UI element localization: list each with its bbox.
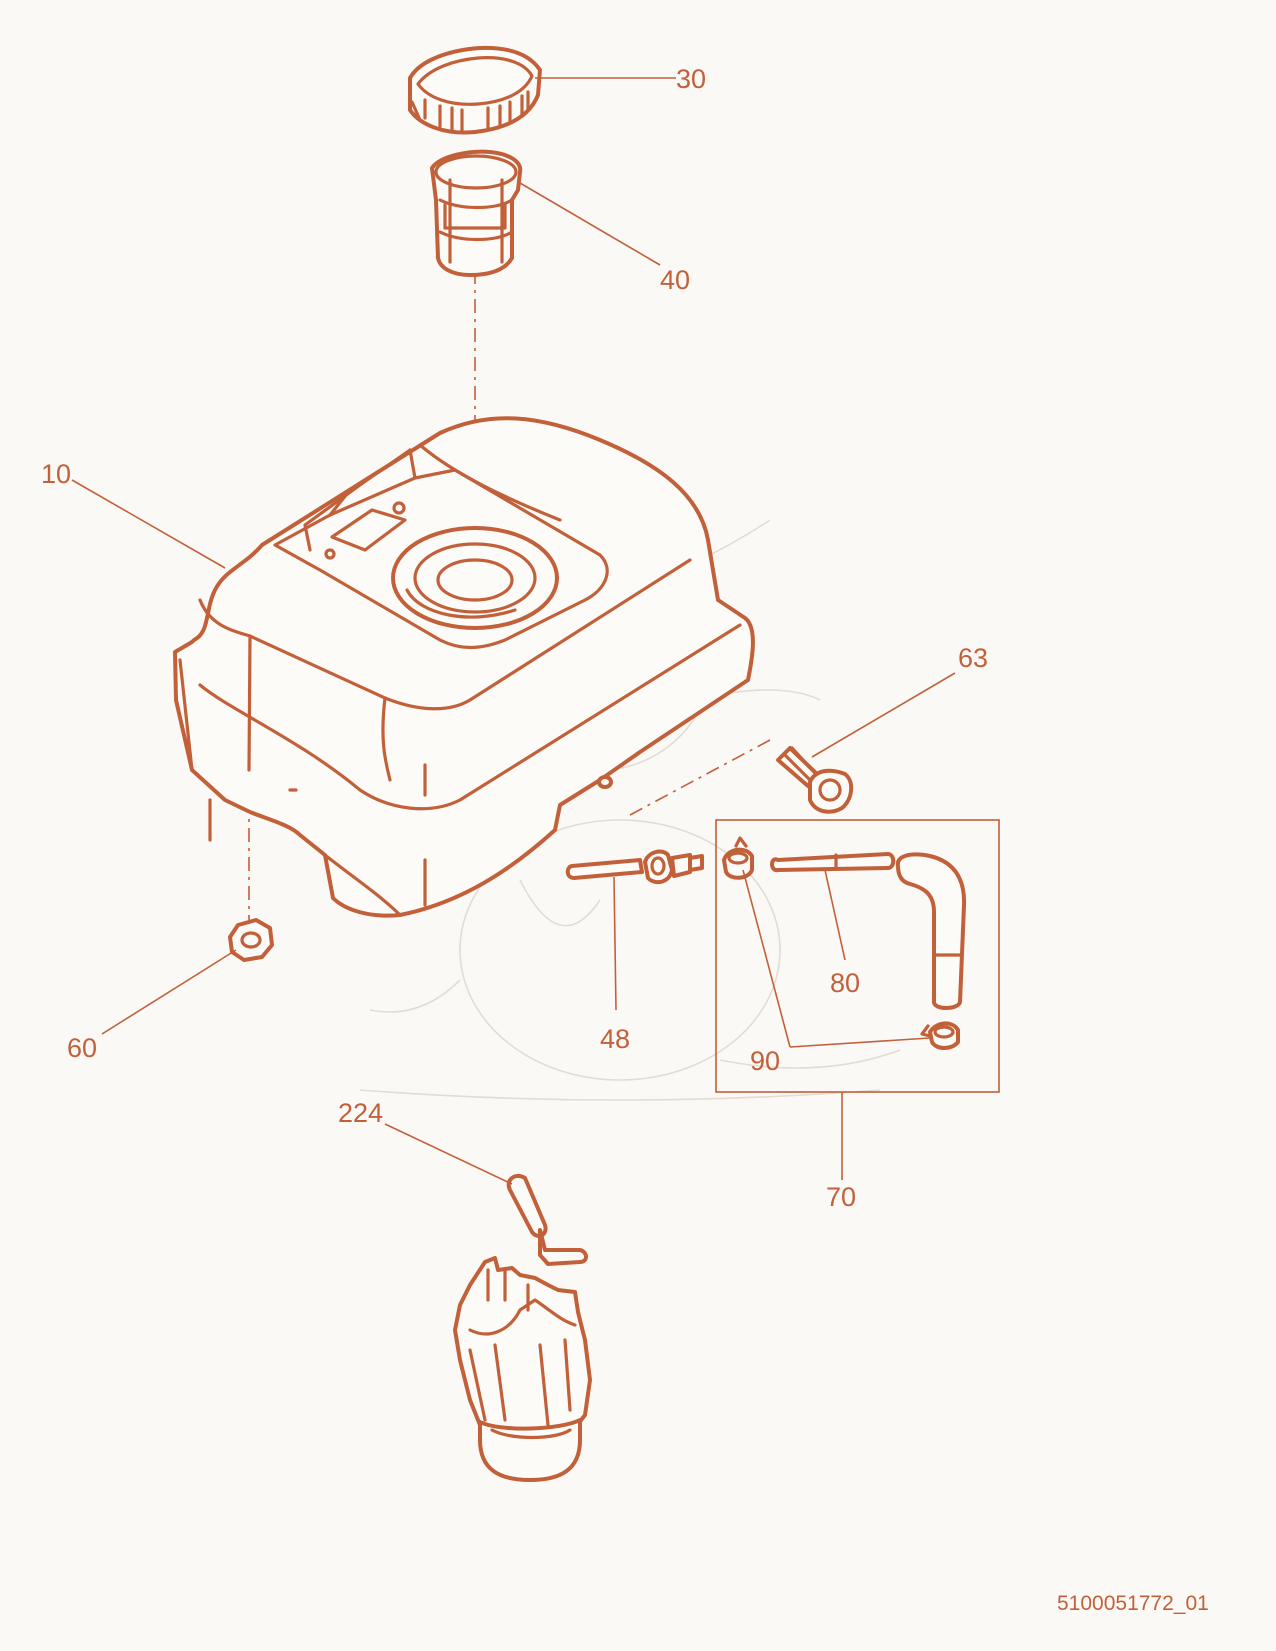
callout-10: 10 [41,459,71,489]
bolt [776,746,854,814]
hose-clamp-lower [920,1021,960,1050]
callout-30: 30 [676,64,706,94]
nut [228,918,274,962]
callout-224: 224 [338,1098,383,1128]
callout-70: 70 [826,1182,856,1212]
axis-bolt [629,739,771,816]
fuel-valve [565,849,704,885]
callout-40: 40 [660,265,690,295]
fuel-strainer [430,149,523,277]
callout-60: 60 [67,1033,97,1063]
elbow-hose [895,852,967,1010]
fuel-cap [408,45,542,135]
fuel-tank [173,416,755,918]
leader-80 [824,869,846,961]
kit-70-box [715,819,1000,1093]
leader-40 [519,182,661,266]
carburetor [453,1173,592,1482]
leader-90 [742,869,931,1048]
document-id: 5100051772_01 [1057,1592,1209,1615]
hose-clamp-upper [722,836,754,880]
callout-90: 90 [750,1046,780,1076]
leader-60 [101,949,237,1035]
leader-10 [71,479,226,569]
callout-80: 80 [830,968,860,998]
leader-63 [811,672,956,758]
leader-224 [384,1123,513,1185]
leader-48 [613,876,617,1011]
callout-63: 63 [958,643,988,673]
callout-48: 48 [600,1024,630,1054]
fuel-hose [770,852,896,873]
